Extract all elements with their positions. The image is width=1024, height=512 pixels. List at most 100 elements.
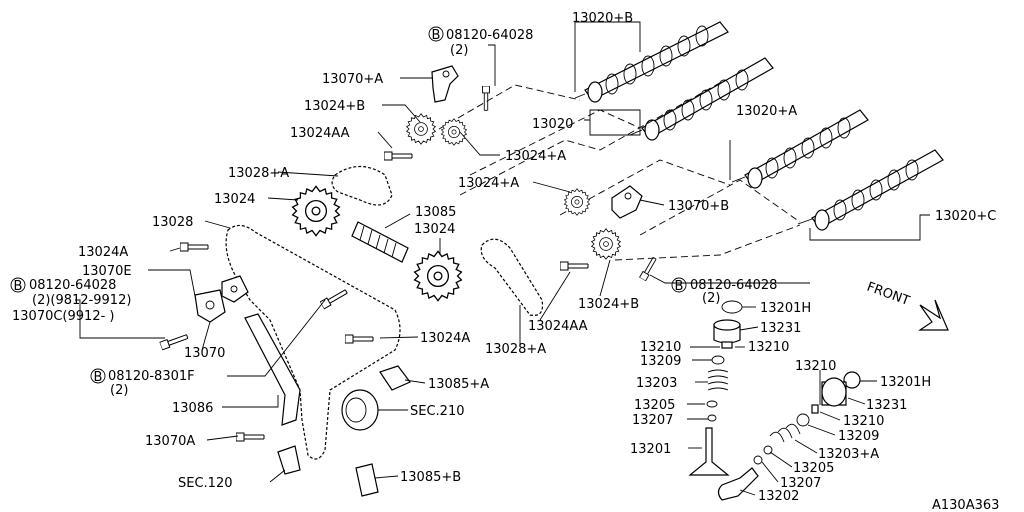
label-13085: 13085 (415, 205, 456, 220)
label-13207: 13207 (632, 413, 673, 428)
tensioner-13070-b (611, 185, 643, 219)
sprocket-13024-mid (413, 250, 463, 302)
label-bolt-8301f-qty: (2) (110, 383, 128, 398)
bolt-marker-8301f: B (90, 368, 106, 385)
bolt-marker-right: B (671, 277, 687, 294)
leader-lines (75, 21, 930, 496)
label-13070a-low: 13070A (145, 434, 195, 449)
label-13024-b-right: 13024+B (578, 297, 639, 312)
bolt-13024aa-mid (560, 261, 589, 271)
label-13070c: 13070C(9912- ) (12, 309, 114, 324)
label-bolt-right-qty: (2) (702, 291, 720, 306)
label-bolt-08120-8301f: 08120-8301F (108, 369, 195, 384)
guide-13085-a (379, 365, 411, 391)
camshaft-13020-b (574, 21, 729, 103)
label-13086: 13086 (172, 401, 213, 416)
sprocket-13024 (291, 185, 341, 237)
label-13085-b: 13085+B (400, 470, 461, 485)
svg-text:B: B (14, 279, 23, 294)
front-arrow-icon (918, 299, 949, 331)
label-13210-left: 13210 (640, 340, 681, 355)
label-13203: 13203 (636, 376, 677, 391)
bolt-marker-left: B (10, 277, 26, 294)
bolt-08120-64028-top (482, 86, 490, 111)
label-13024aa-top: 13024AA (290, 126, 350, 141)
label-13028-a-mid: 13028+A (485, 342, 546, 357)
label-13024a-center: 13024A (420, 331, 470, 346)
label-sec-120: SEC.120 (178, 476, 233, 491)
sprocket-13024-a-top (441, 118, 467, 146)
tensioner-13070 (194, 289, 226, 323)
bolt-13024a-left (180, 242, 209, 252)
label-13209: 13209 (640, 354, 681, 369)
camshaft-13020-c (797, 149, 944, 231)
gasket-13070e (221, 275, 249, 303)
guide-13085 (351, 221, 409, 263)
sec-120-part (277, 445, 301, 475)
chain-13028-a-top (331, 165, 393, 206)
label-13070-b: 13070+B (668, 199, 729, 214)
label-13205-r2: 13205 (793, 461, 834, 476)
bolt-13024aa-top (384, 151, 413, 161)
alignment-dash-lower (559, 159, 801, 261)
label-front: FRONT (865, 280, 912, 309)
chain-guide-13086 (244, 313, 301, 426)
label-13020-c: 13020+C (935, 209, 996, 224)
label-13070-a: 13070+A (322, 72, 383, 87)
camshaft-13020-a (731, 109, 869, 189)
label-13205: 13205 (634, 398, 675, 413)
label-13070: 13070 (184, 346, 225, 361)
label-13024-a-mid: 13024+A (458, 176, 519, 191)
label-13020-b: 13020+B (572, 11, 633, 26)
sprocket-13024-a-right (564, 188, 590, 216)
chain-13028 (225, 224, 401, 460)
label-bolt-left-qty: (2)(9812-9912) (32, 293, 131, 308)
bolt-marker-top: B (428, 26, 444, 43)
label-13210-r2: 13210 (795, 359, 836, 374)
label-bolt-08120-64028-top: 08120-64028 (446, 28, 533, 43)
valve-train-left (688, 300, 743, 476)
label-bolt-top-qty: (2) (450, 43, 468, 58)
label-13085-a: 13085+A (428, 377, 489, 392)
guide-13085-b (355, 463, 379, 497)
label-sec-210: SEC.210 (410, 404, 465, 419)
label-13028: 13028 (152, 215, 193, 230)
sprocket-13024-b-right (591, 228, 621, 260)
label-13210-right: 13210 (748, 340, 789, 355)
svg-text:B: B (94, 370, 103, 385)
label-13209-r2: 13209 (838, 429, 879, 444)
bolt-13024a-center (345, 334, 374, 344)
label-13231-r2: 13231 (866, 398, 907, 413)
label-13201h: 13201H (760, 301, 811, 316)
valve-train-right (717, 371, 861, 501)
sec-210-pulley (341, 389, 379, 431)
label-13024-b: 13024+B (304, 99, 365, 114)
label-13207-r2: 13207 (780, 476, 821, 491)
label-13202: 13202 (758, 489, 799, 504)
label-reference-code: A130A363 (932, 498, 999, 512)
label-13203-a: 13203+A (818, 447, 879, 462)
bolt-08120-8301f (319, 287, 349, 310)
label-13201: 13201 (630, 442, 671, 457)
label-13024: 13024 (214, 192, 255, 207)
chain-13028-a-mid (480, 238, 544, 317)
label-13024a-left: 13024A (78, 245, 128, 260)
tensioner-13070-a (431, 65, 459, 103)
label-13024-a-top: 13024+A (505, 149, 566, 164)
label-13210-r3: 13210 (843, 414, 884, 429)
label-13024-mid: 13024 (414, 222, 455, 237)
label-13020-a: 13020+A (736, 104, 797, 119)
label-bolt-08120-64028-left: 08120-64028 (29, 278, 116, 293)
label-bolt-08120-64028-right: 08120-64028 (690, 278, 777, 293)
sprocket-13024-b (406, 113, 436, 145)
label-13024aa-mid: 13024AA (528, 319, 588, 334)
label-13201h-r2: 13201H (880, 375, 931, 390)
label-13070e: 13070E (82, 264, 132, 279)
bolt-13070a-low (236, 432, 265, 442)
label-13020: 13020 (532, 117, 573, 132)
label-13231: 13231 (760, 321, 801, 336)
svg-text:B: B (675, 279, 684, 294)
label-13028-a-top: 13028+A (228, 166, 289, 181)
svg-text:B: B (432, 28, 441, 43)
